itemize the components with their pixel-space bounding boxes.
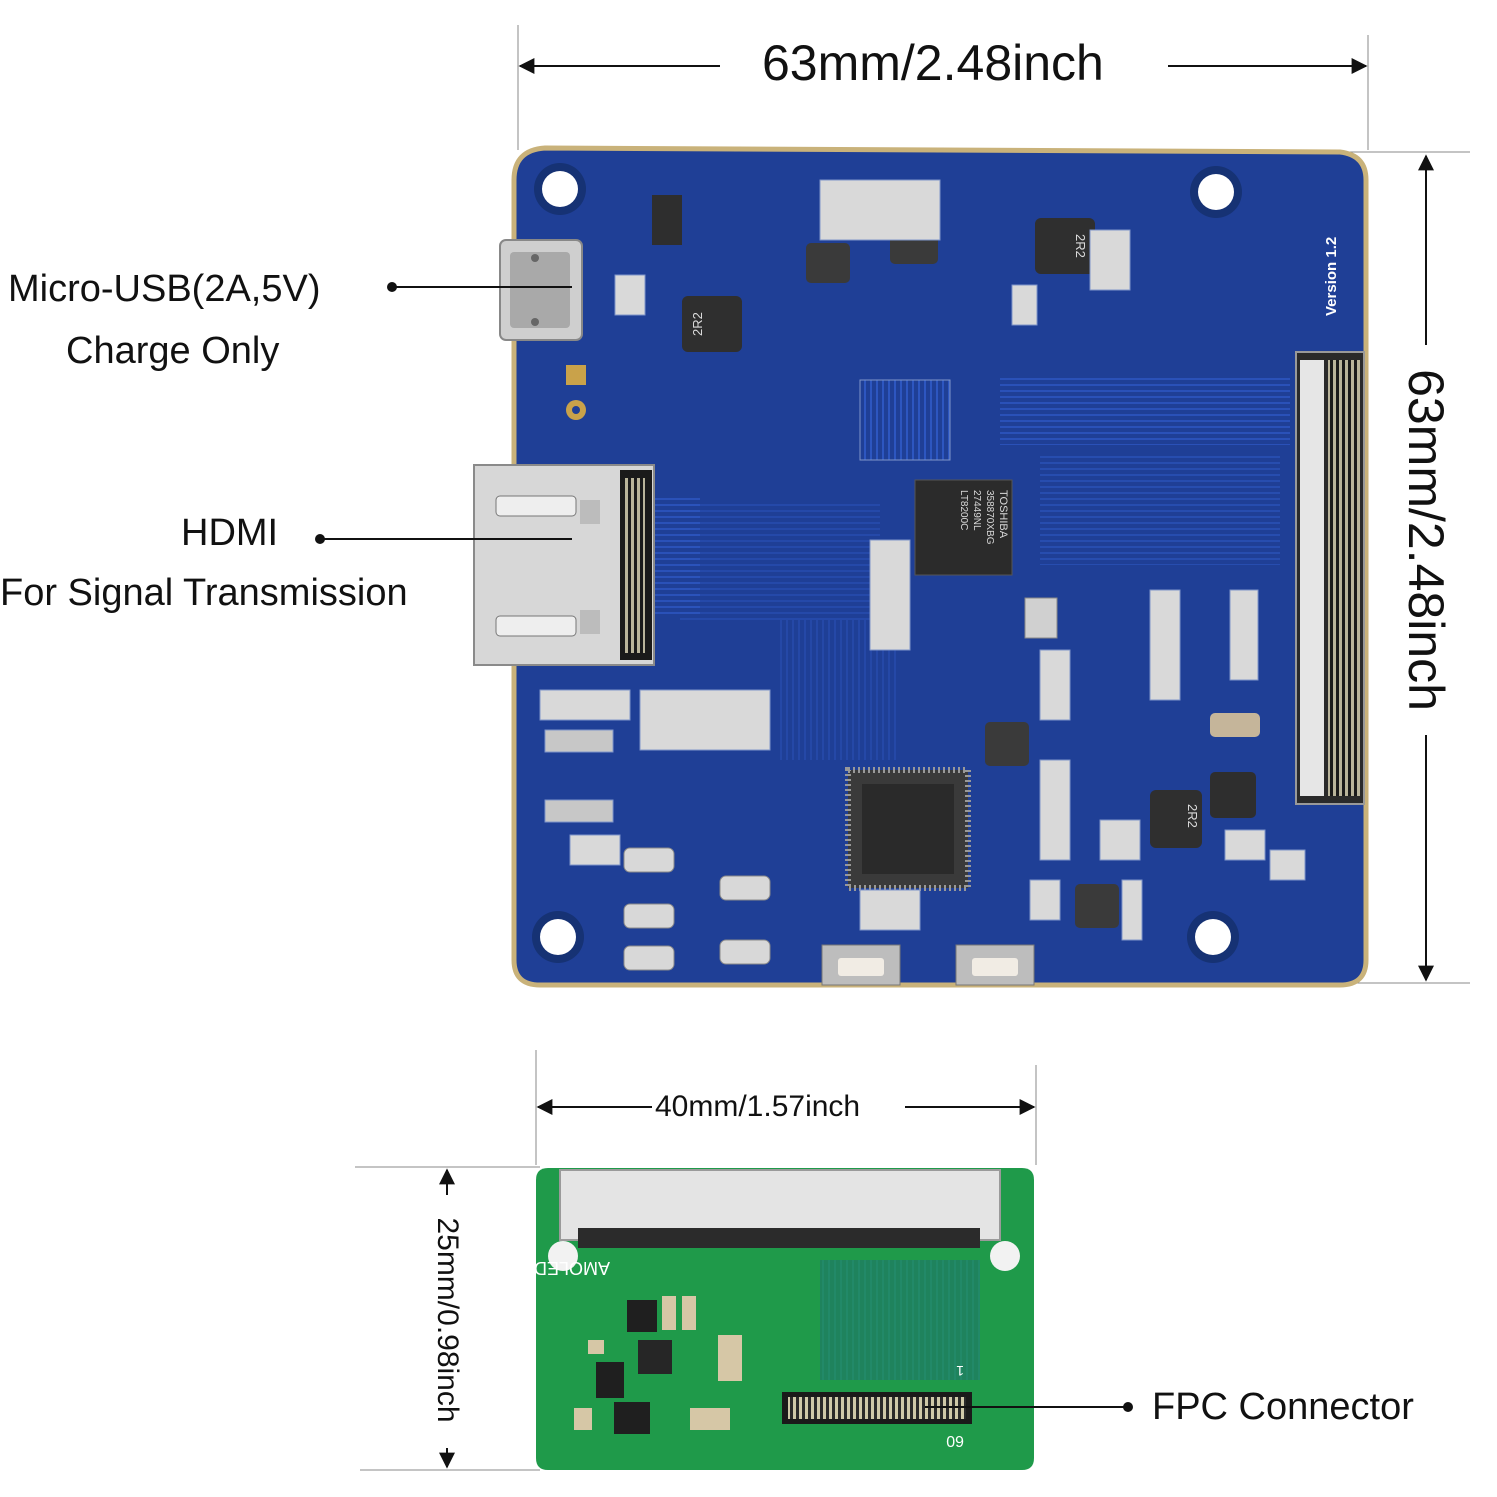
svg-text:60: 60 xyxy=(946,1432,964,1449)
small-pcb xyxy=(536,1168,1034,1470)
mounting-holes xyxy=(532,163,1242,963)
svg-text:2R2: 2R2 xyxy=(690,312,705,336)
usb-callout-title: Micro-USB(2A,5V) xyxy=(8,268,321,310)
usb-callout-subtitle: Charge Only xyxy=(66,330,280,372)
fpc-callout-label: FPC Connector xyxy=(1152,1386,1414,1428)
version-silkscreen: Version 1.2 xyxy=(1323,237,1340,316)
main-pcb xyxy=(473,145,1369,988)
svg-text:27449NL: 27449NL xyxy=(971,490,982,531)
svg-text:TOSHIBA: TOSHIBA xyxy=(997,490,1009,539)
mcu-chip xyxy=(845,767,971,891)
small-board-width-dimension xyxy=(535,1050,1037,1165)
svg-text:LT8200C: LT8200C xyxy=(958,490,969,530)
svg-text:358870XBG: 358870XBG xyxy=(984,490,995,545)
svg-text:1: 1 xyxy=(956,1363,964,1379)
svg-text:2R2: 2R2 xyxy=(1185,804,1200,828)
callout-leaders xyxy=(315,282,1133,1412)
main-board-width-label: 63mm/2.48inch xyxy=(762,35,1104,91)
inductor-2 xyxy=(1035,218,1095,274)
silkscreen-text: Version 1.2 2R2 2R2 2R2 TOSHIBA 358870XB… xyxy=(470,234,1340,1449)
small-board-height-dimension xyxy=(355,1166,540,1471)
inductor-1 xyxy=(682,296,742,352)
model-silkscreen: AMOLED-7.8inch xyxy=(470,1258,610,1278)
svg-text:2R2: 2R2 xyxy=(1073,234,1088,258)
micro-usb-port xyxy=(499,239,583,341)
hdmi-callout-subtitle: For Signal Transmission xyxy=(0,572,408,614)
main-board-height-label: 63mm/2.48inch xyxy=(1398,369,1454,711)
main-fpc-connector xyxy=(1295,351,1365,805)
small-board-width-label: 40mm/1.57inch xyxy=(655,1090,861,1123)
solder-pads xyxy=(623,847,771,971)
hdmi-port xyxy=(473,464,700,666)
hdmi-callout-title: HDMI xyxy=(181,512,279,554)
inductor-3 xyxy=(1150,790,1202,848)
passive-components xyxy=(539,179,1306,941)
small-board-height-label: 25mm/0.98inch xyxy=(431,1217,464,1423)
main-board-width-dimension xyxy=(517,25,1369,150)
tactile-buttons xyxy=(821,944,1035,986)
bridge-chip xyxy=(914,479,1013,576)
